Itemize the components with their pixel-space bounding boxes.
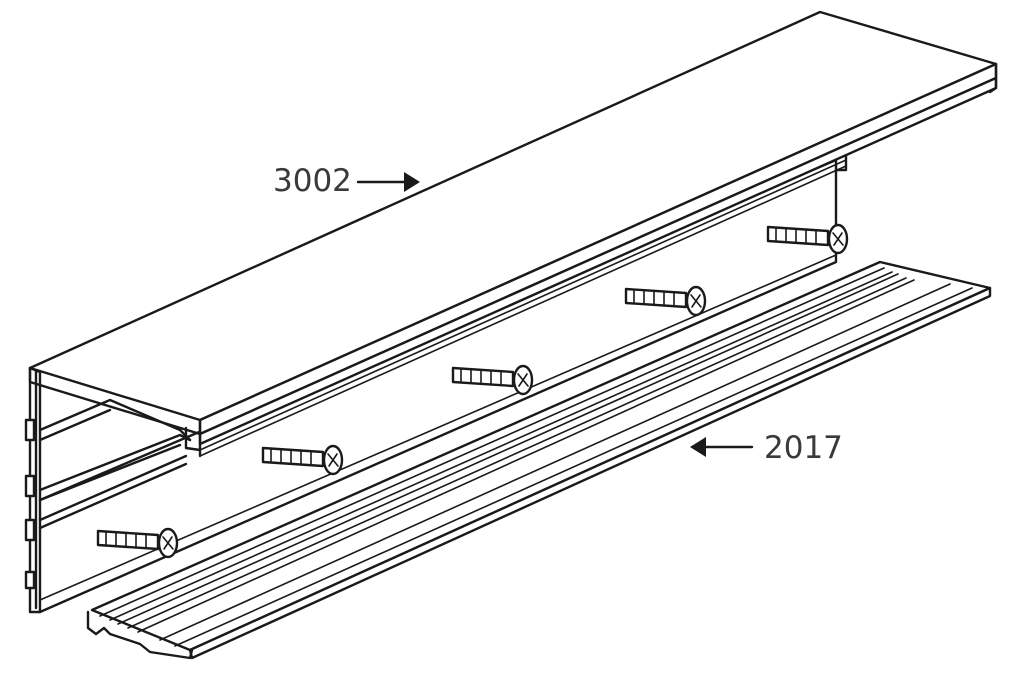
arrow-right-icon (404, 172, 420, 192)
screw-row (96, 223, 849, 559)
screw-icon (261, 444, 344, 476)
callout-3002: 3002 (273, 163, 420, 199)
screw-icon (624, 285, 707, 317)
screw-icon (451, 364, 534, 396)
base-profile-2017 (86, 260, 992, 660)
screw-icon (96, 527, 179, 559)
arrow-left-icon (690, 437, 706, 457)
callout-label-2017: 2017 (764, 430, 843, 466)
screw-icon (766, 223, 849, 255)
callout-label-3002: 3002 (273, 163, 352, 199)
callout-2017: 2017 (690, 430, 843, 466)
cover-profile-3002 (28, 10, 998, 458)
